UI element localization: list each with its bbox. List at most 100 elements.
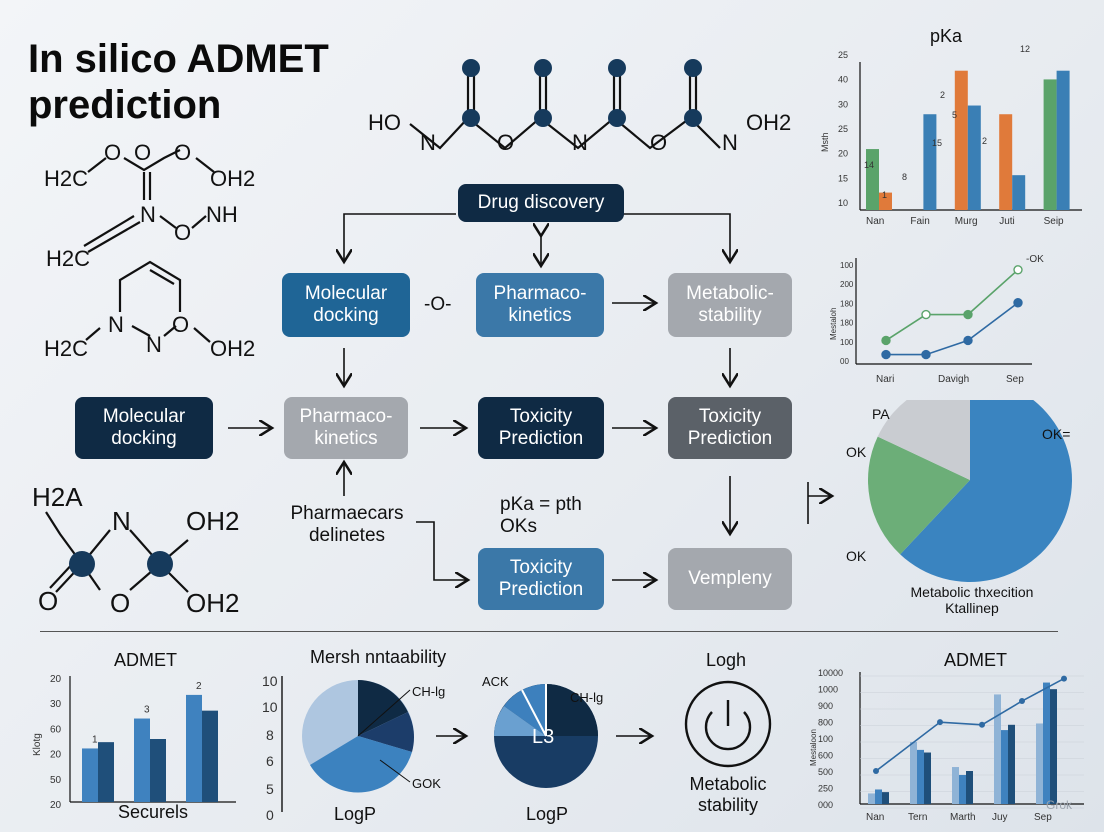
pka-bar xyxy=(954,70,968,210)
box-vempleny[interactable]: Vempleny xyxy=(668,548,792,610)
top-n-left: N xyxy=(420,130,436,155)
svg-text:N: N xyxy=(140,202,156,227)
line-point xyxy=(881,349,891,360)
line-ytick: 100 xyxy=(840,338,854,347)
svg-text:OH2: OH2 xyxy=(210,336,255,361)
admet-ylabel: Klotg xyxy=(32,733,43,756)
admet-ytick: 60 xyxy=(50,724,62,735)
combo-bar xyxy=(952,767,959,804)
admet-data-label: 2 xyxy=(196,681,202,692)
combo-bar xyxy=(966,771,973,804)
svg-text:N: N xyxy=(108,312,124,337)
combo-xtick: Sep xyxy=(1034,812,1052,823)
combo-bar xyxy=(1043,682,1050,804)
chart-admet-title: ADMET xyxy=(114,650,177,670)
combo-bar xyxy=(1036,723,1043,804)
chart-admet-xlabel: Securels xyxy=(118,802,189,822)
svg-text:10: 10 xyxy=(262,699,278,715)
svg-text:H2C: H2C xyxy=(44,166,88,191)
pka-bar xyxy=(866,149,879,210)
mersh-title: Mersh nntaability xyxy=(310,647,447,667)
combo-bar xyxy=(910,741,917,804)
combo-bar xyxy=(882,792,889,804)
svg-text:8: 8 xyxy=(266,727,274,743)
pka-bar xyxy=(923,114,937,210)
combo-bar xyxy=(1008,724,1015,804)
combo-bar xyxy=(959,774,966,804)
pka-xtick: Nan xyxy=(866,216,884,227)
svg-text:OH2: OH2 xyxy=(186,506,239,536)
line-series xyxy=(886,302,1019,356)
combo-bar xyxy=(868,793,875,804)
svg-text:H2C: H2C xyxy=(44,336,88,361)
top-ho: HO xyxy=(368,110,401,135)
line-point xyxy=(881,335,891,346)
logh-title: Logh xyxy=(706,650,747,670)
combo-bar xyxy=(924,752,931,804)
line-point xyxy=(921,349,931,360)
pka-bar xyxy=(999,114,1013,210)
admet-ytick: 20 xyxy=(50,674,62,685)
line-point xyxy=(1013,298,1023,308)
combo-xtick: Tern xyxy=(908,812,927,823)
box-toxicity-mid[interactable]: Toxicity Prediction xyxy=(478,397,604,459)
section-divider xyxy=(40,631,1058,632)
pka-ylabel: Msth xyxy=(820,132,830,152)
combo-xtick: Nan xyxy=(866,812,884,823)
admet-ytick: 30 xyxy=(50,699,62,710)
svg-text:O: O xyxy=(104,140,121,165)
line-series xyxy=(885,269,1019,342)
pka-bar xyxy=(1056,70,1070,210)
molecule-top-chain xyxy=(409,70,721,150)
admet-bar xyxy=(150,739,166,802)
pka-xtick: Juti xyxy=(999,216,1015,227)
admet-bar xyxy=(134,718,150,802)
combo-ytick: 600 xyxy=(818,751,833,761)
line-ytick: 180 xyxy=(840,319,854,328)
box-pharmaco-top[interactable]: Pharmaco- kinetics xyxy=(476,273,604,337)
molecule-top-atoms xyxy=(462,59,702,127)
line-point xyxy=(921,309,931,320)
pie-slice xyxy=(877,400,970,480)
pka-ytick: 10 xyxy=(838,198,848,208)
combo-bar xyxy=(1001,730,1008,804)
mersh-pie xyxy=(302,680,414,793)
pie-label-ok-right: OK= xyxy=(1042,426,1071,442)
mersh-label-chlg: CH-lg xyxy=(412,684,446,699)
ack-center: L3 xyxy=(532,726,555,748)
pka-data-label: 2 xyxy=(940,90,945,100)
combo-xtick: Juy xyxy=(992,812,1008,823)
admet-bar xyxy=(202,710,218,802)
line-point xyxy=(963,335,973,346)
combo-ytick: 500 xyxy=(818,767,833,777)
box-pharmaco-mid[interactable]: Pharmaco- kinetics xyxy=(284,397,408,459)
box-toxicity-right[interactable]: Toxicity Prediction xyxy=(668,397,792,459)
svg-text:5: 5 xyxy=(266,781,274,797)
ack-label-chlg: CH-lg xyxy=(570,690,604,705)
pka-ytick: 15 xyxy=(838,173,848,183)
box-metabolic-stability[interactable]: Metabolic- stability xyxy=(668,273,792,337)
svg-text:10: 10 xyxy=(262,673,278,689)
box-molecular-docking-top[interactable]: Molecular docking xyxy=(282,273,410,337)
svg-text:NH: NH xyxy=(206,202,238,227)
svg-text:O: O xyxy=(110,588,130,618)
box-toxicity-bottom[interactable]: Toxicity Prediction xyxy=(478,548,604,610)
molecule-1 xyxy=(83,149,215,253)
pie-caption: Metabolic thxecition Ktallinep xyxy=(910,584,1034,616)
combo-point xyxy=(979,721,985,728)
top-oh2: OH2 xyxy=(746,110,791,135)
svg-text:O: O xyxy=(172,312,189,337)
combo-bar xyxy=(917,749,924,804)
box-molecular-docking-left[interactable]: Molecular docking xyxy=(75,397,213,459)
combo-point xyxy=(1019,698,1025,705)
combo-ytick: 900 xyxy=(818,701,833,711)
chart-pie: PA OK OK= OK Metabolic thxecition Ktalli… xyxy=(836,400,1094,626)
molecule-2 xyxy=(85,260,211,343)
box-drug-discovery[interactable]: Drug discovery xyxy=(458,184,624,222)
line-ytick: 100 xyxy=(840,261,854,270)
page-title: In silico ADMET prediction xyxy=(28,37,329,127)
mersh-xlabel: LogP xyxy=(334,804,377,824)
